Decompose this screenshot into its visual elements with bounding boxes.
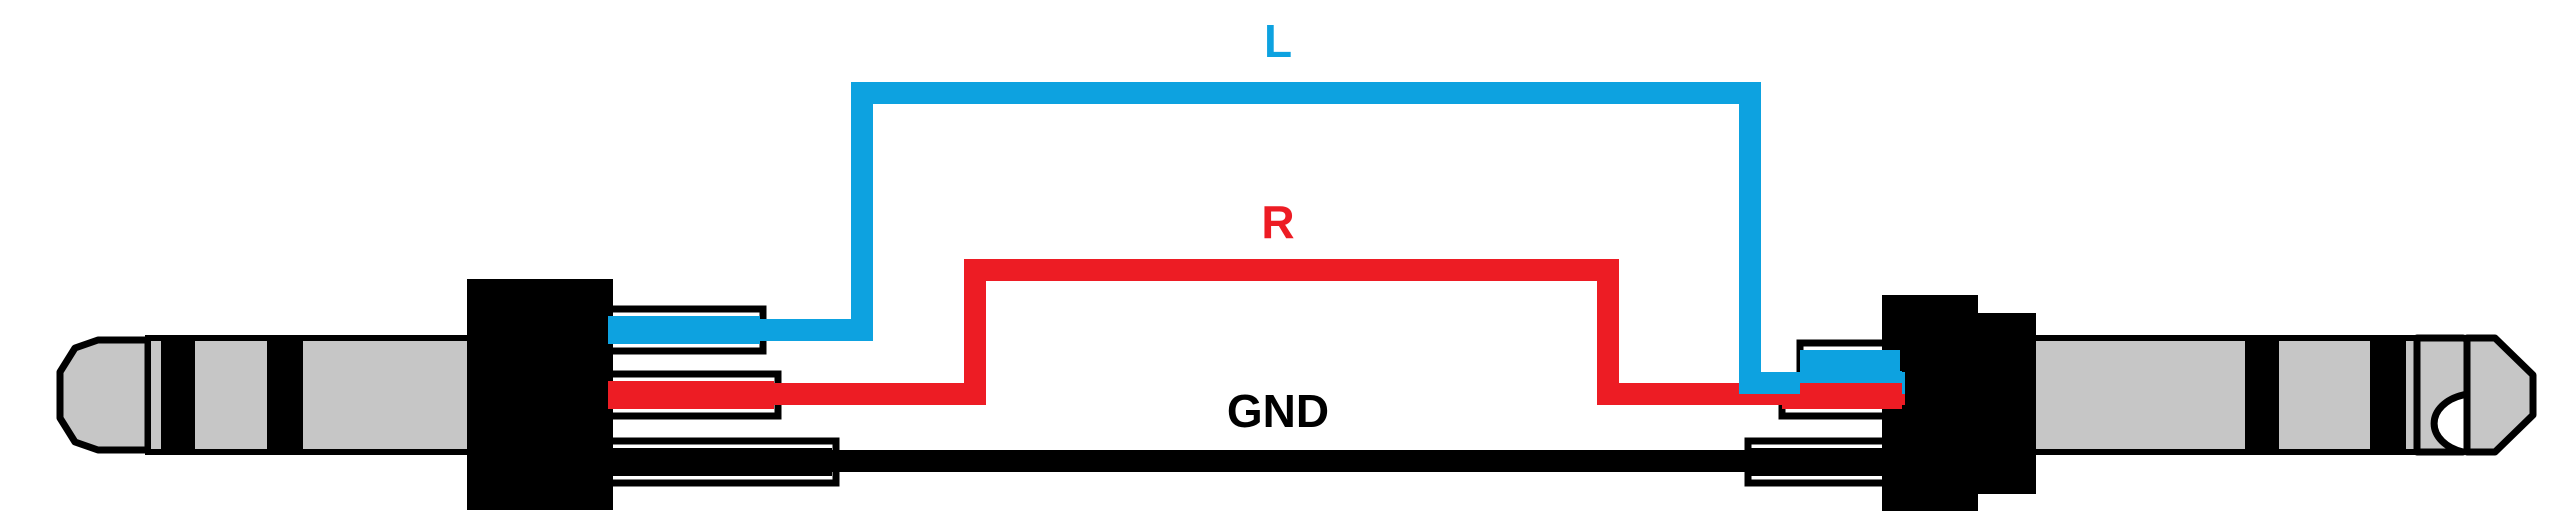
right-connector (1882, 295, 2537, 511)
left-plug-sleeve-barrel (297, 335, 493, 455)
ground-label: GND (1227, 385, 1329, 437)
right-connector-collar (1972, 313, 2036, 494)
left-connector (56, 279, 613, 510)
left-plug-ring-insulator-2 (267, 335, 303, 455)
right-plug-ring-insulator-1 (2245, 335, 2279, 455)
left-connector-boot (467, 279, 613, 510)
left-channel-label: L (1264, 15, 1292, 67)
right-ring-terminal-cap (1800, 383, 1902, 407)
left-plug-tip (56, 336, 152, 454)
left-plug-ring-segment (189, 335, 273, 455)
left-tip-terminal-cap (608, 316, 728, 344)
left-plug-ring-insulator-1 (161, 335, 195, 455)
right-plug-sleeve-barrel (2030, 335, 2251, 455)
right-channel-wire (676, 259, 1905, 405)
left-channel-wire (676, 82, 1905, 394)
right-plug-tip (2463, 334, 2537, 456)
right-channel-label: R (1261, 196, 1294, 248)
left-ring-terminal-cap (608, 381, 738, 409)
right-plug-ring-segment (2273, 335, 2376, 455)
right-plug-ring-insulator-2 (2370, 335, 2406, 455)
